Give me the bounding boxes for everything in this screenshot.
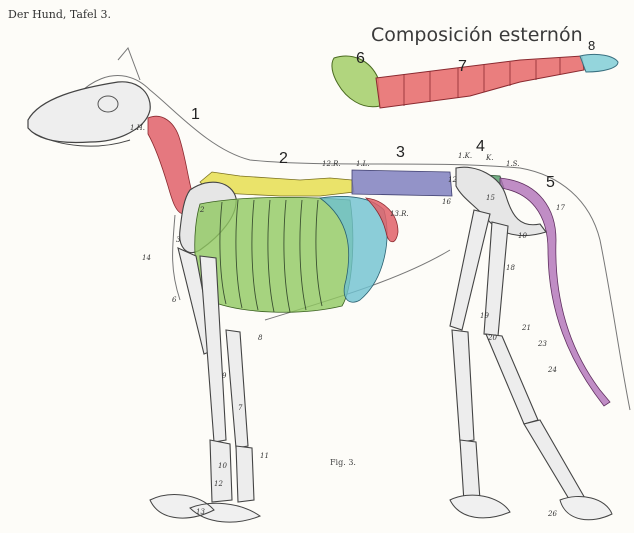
inset-label-sternebrae: 7 — [458, 58, 467, 76]
bone-label-metacarpus: 12 — [214, 480, 223, 488]
bone-label-caudal: 1.S. — [506, 160, 519, 168]
bone-label-lumbar: 12 — [448, 176, 457, 184]
bone-label-metatarsus: 23 — [538, 340, 547, 348]
bone-label-atlas: 1.H. — [130, 124, 145, 132]
bone-label-hock: 21 — [522, 324, 531, 332]
region-label-lumbar: 3 — [396, 144, 405, 162]
plate-title: Der Hund, Tafel 3. — [8, 8, 111, 21]
bone-label-rib13: 13.R. — [390, 210, 409, 218]
bone-label-sacrum: K. — [486, 154, 493, 162]
region-label-cervical: 1 — [191, 106, 200, 124]
bone-label-hind-toes: 26 — [548, 510, 557, 518]
inset-title: Composición esternón — [371, 24, 583, 46]
bone-label-carpus: 10 — [218, 462, 227, 470]
bone-label-l1: 1.L. — [356, 160, 370, 168]
bone-label-femur: 18 — [506, 264, 515, 272]
bone-label-t12: 12.R. — [322, 160, 341, 168]
inset-label-manubrium: 6 — [356, 50, 365, 68]
bone-label-tibia: 20 — [488, 334, 497, 342]
region-label-thoracic: 2 — [279, 150, 288, 168]
xiphoid — [580, 54, 618, 72]
region-label-sacrum: 4 — [476, 138, 485, 156]
sternum-inset — [332, 54, 618, 108]
bone-label-elbow-front: 14 — [142, 254, 151, 262]
skull — [28, 82, 150, 143]
bone-label-scapula: 2 — [200, 206, 204, 214]
bone-label-radius: 8 — [258, 334, 262, 342]
bone-label-shoulder: 3 — [176, 236, 180, 244]
lumbar-vertebrae — [352, 170, 452, 196]
bone-label-knee: 19 — [480, 312, 489, 320]
bone-label-humerus: 6 — [172, 296, 176, 304]
sternebrae — [376, 56, 584, 108]
bone-label-s1: 1.K. — [458, 152, 472, 160]
hind-paws — [450, 495, 612, 520]
bone-label-tarsus: 24 — [548, 366, 557, 374]
bone-label-tail-end: 17 — [556, 204, 565, 212]
bone-label-ischium: 16 — [442, 198, 451, 206]
bone-label-forearm: 9 — [222, 372, 226, 380]
bone-label-front-toes: 13 — [196, 508, 205, 516]
figure-caption: Fig. 3. — [330, 458, 356, 467]
inset-label-xiphoid: 8 — [588, 38, 595, 53]
bone-label-pelvis: 15 — [486, 194, 495, 202]
region-label-caudal: 5 — [546, 174, 555, 192]
bone-label-thigh: 10 — [518, 232, 527, 240]
hind-legs — [450, 210, 586, 504]
bone-label-ulna: 7 — [238, 404, 242, 412]
bone-label-phalanx: 11 — [260, 452, 269, 460]
